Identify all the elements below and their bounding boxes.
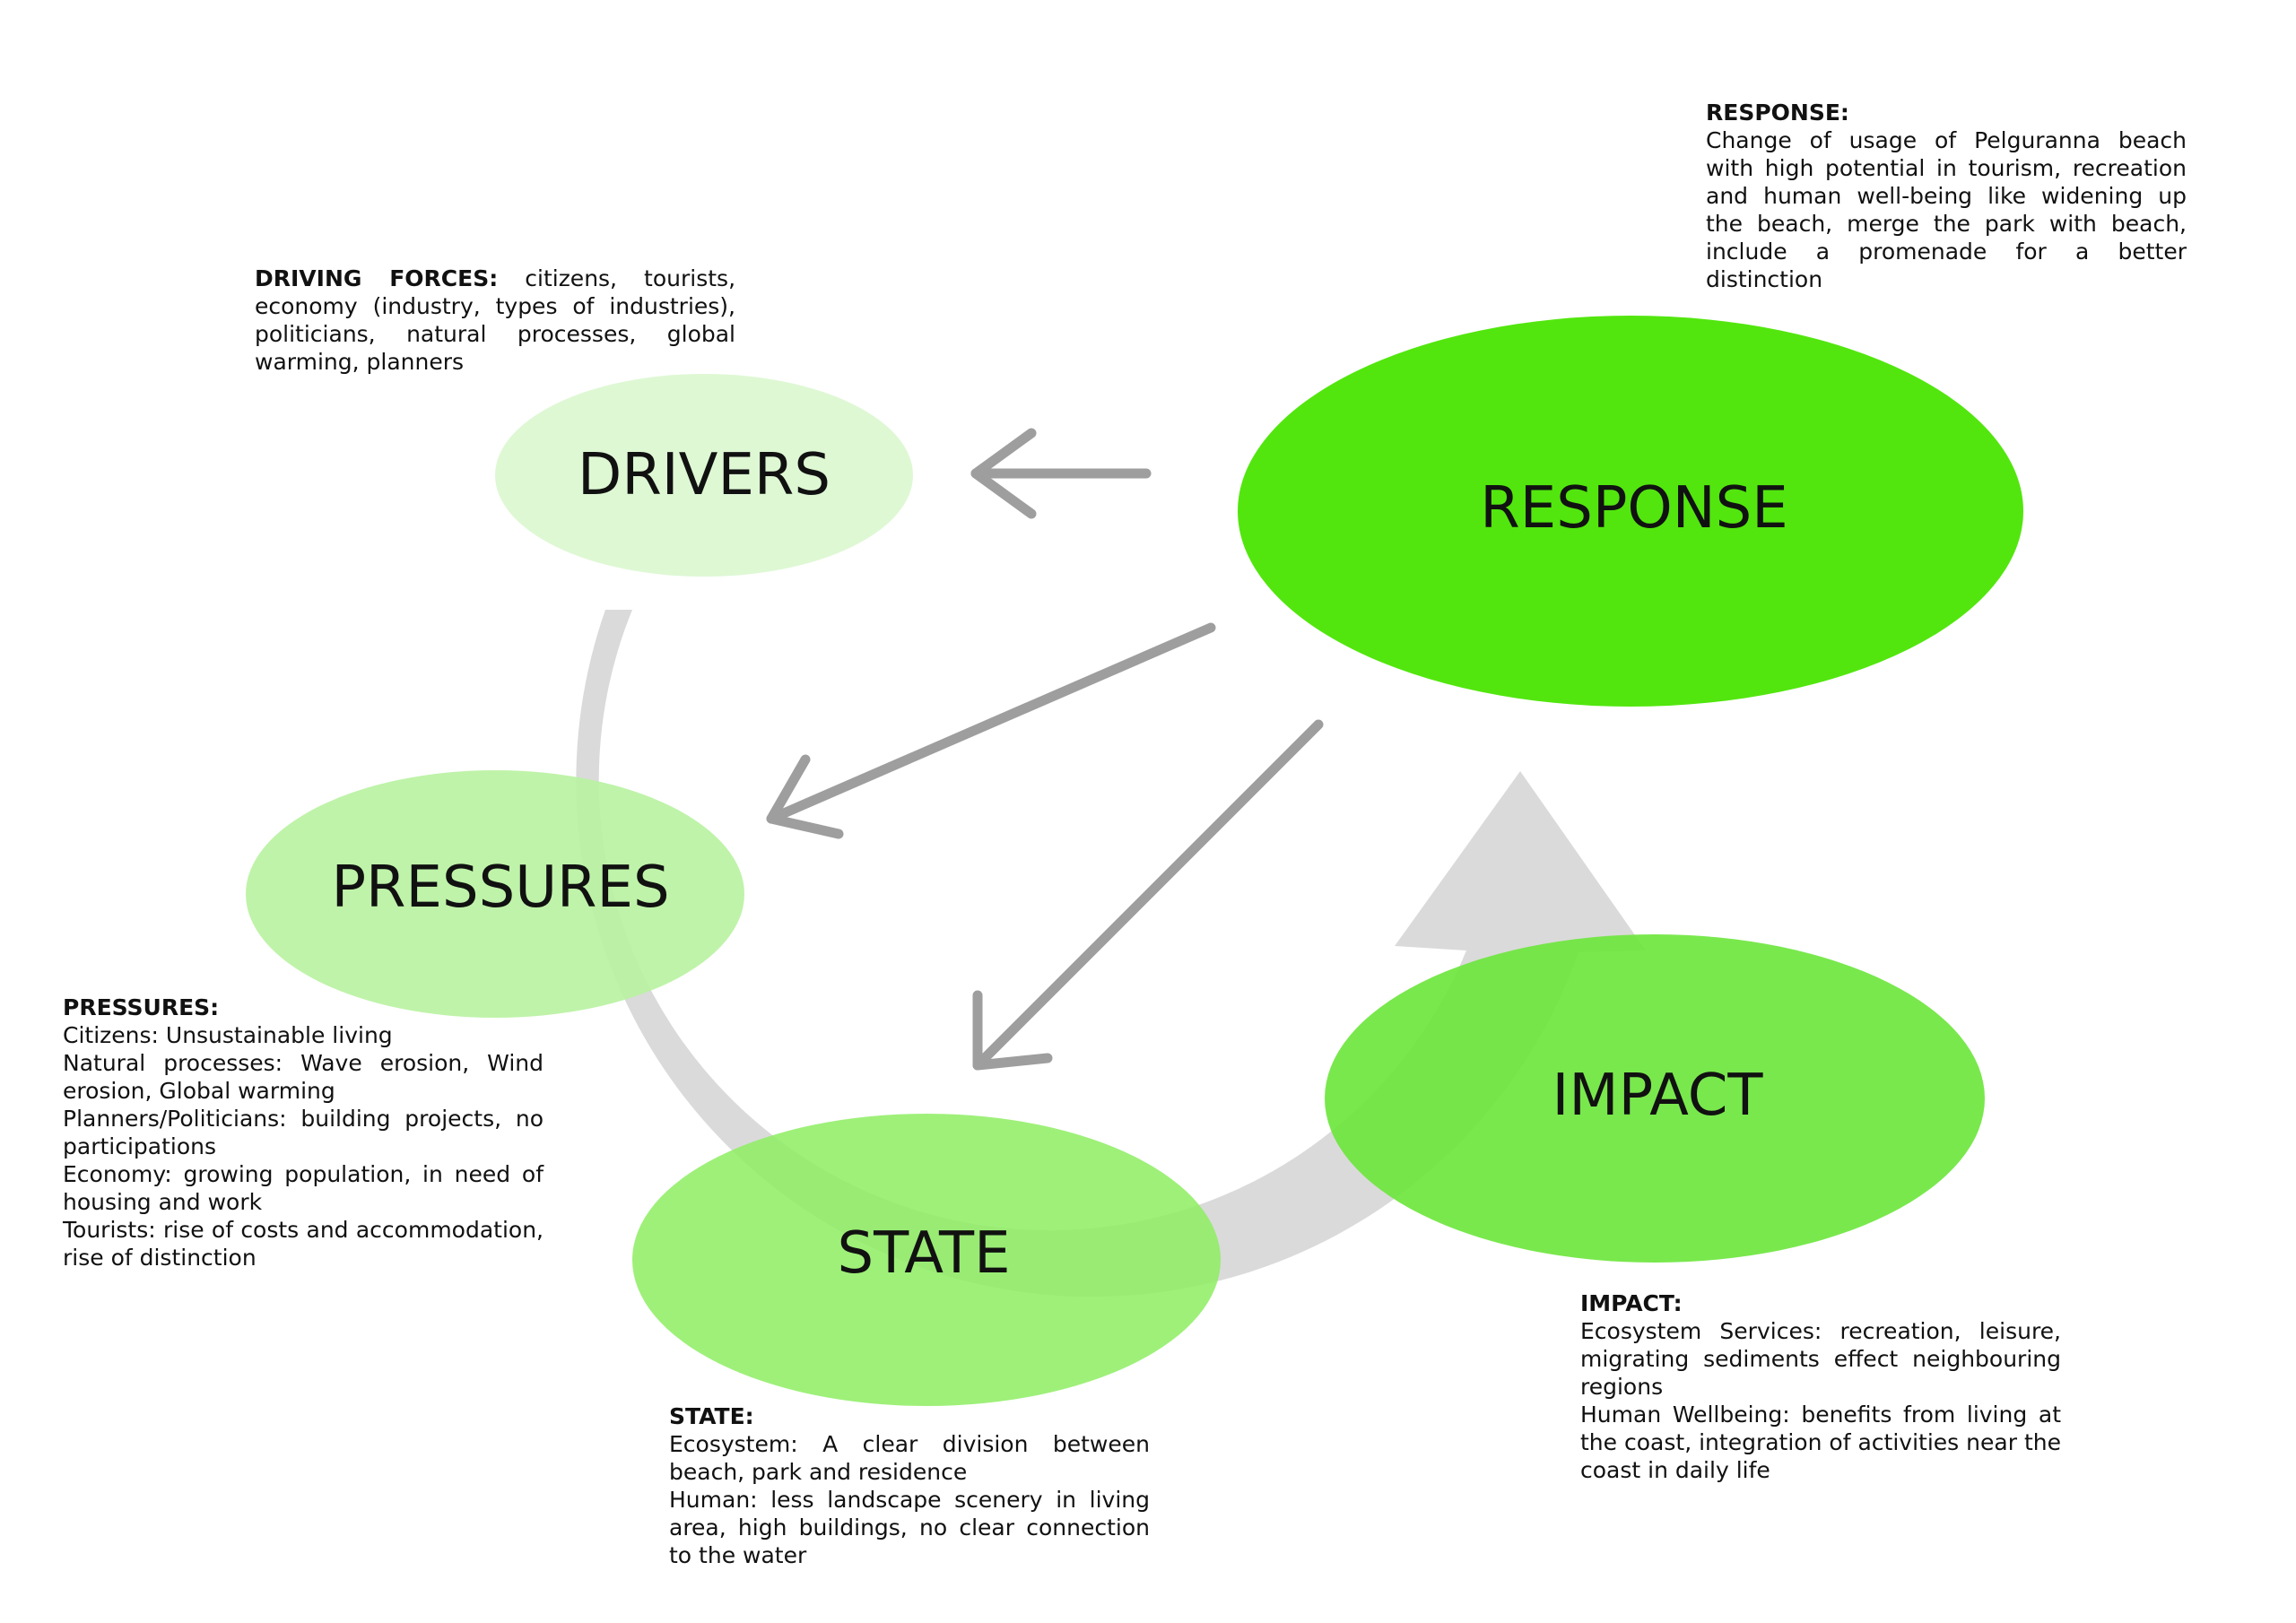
response-to-pressures-arrow	[766, 622, 1216, 839]
pressures-label: PRESSURES	[331, 855, 669, 921]
response-to-drivers-arrow	[970, 428, 1152, 519]
impact-note-heading: IMPACT:	[1580, 1290, 1683, 1316]
state-label: STATE	[837, 1220, 1010, 1287]
response-to-state-arrow	[972, 719, 1324, 1071]
impact-note-line: Human Wellbeing: benefits from living at…	[1580, 1402, 2061, 1483]
pressures-note-line: Planners/Politicians: building projects,…	[63, 1106, 544, 1159]
pressures-note-line: Economy: growing population, in need of …	[63, 1161, 544, 1215]
drivers-note-text: citizens, tourists, economy (industry, t…	[255, 265, 736, 375]
state-note-line: Human: less landscape scenery in living …	[669, 1487, 1150, 1568]
impact-ellipse	[1325, 934, 1985, 1263]
state-note-line: Ecosystem: A clear division between beac…	[669, 1431, 1150, 1485]
impact-label: IMPACT	[1552, 1063, 1763, 1129]
state-note-heading: STATE:	[669, 1403, 754, 1429]
response-note-heading: RESPONSE:	[1706, 100, 1849, 126]
state-ellipse	[632, 1114, 1221, 1406]
state-note: STATE: Ecosystem: A clear division betwe…	[669, 1402, 1150, 1569]
pressures-note-heading: PRESSURES:	[63, 994, 220, 1020]
drivers-note: DRIVING FORCES: citizens, tourists, econ…	[255, 265, 735, 376]
pressures-ellipse	[246, 770, 744, 1018]
pressures-note-line: Tourists: rise of costs and accommodatio…	[63, 1217, 544, 1271]
impact-note: IMPACT: Ecosystem Services: recreation, …	[1580, 1289, 2061, 1484]
response-note-text: Change of usage of Pelguranna beach with…	[1706, 127, 2187, 292]
pressures-note-line: Natural processes: Wave erosion, Wind er…	[63, 1050, 544, 1104]
impact-note-line: Ecosystem Services: recreation, leisure,…	[1580, 1318, 2061, 1400]
pressures-note-line: Citizens: Unsustainable living	[63, 1022, 393, 1048]
drivers-ellipse	[495, 374, 913, 577]
response-note: RESPONSE: Change of usage of Pelguranna …	[1706, 99, 2187, 293]
pressures-note: PRESSURES: Citizens: Unsustainable livin…	[63, 994, 544, 1271]
response-ellipse	[1238, 316, 2023, 707]
drivers-note-heading: DRIVING FORCES:	[255, 265, 499, 291]
drivers-label: DRIVERS	[578, 442, 831, 508]
response-label: RESPONSE	[1480, 475, 1787, 542]
